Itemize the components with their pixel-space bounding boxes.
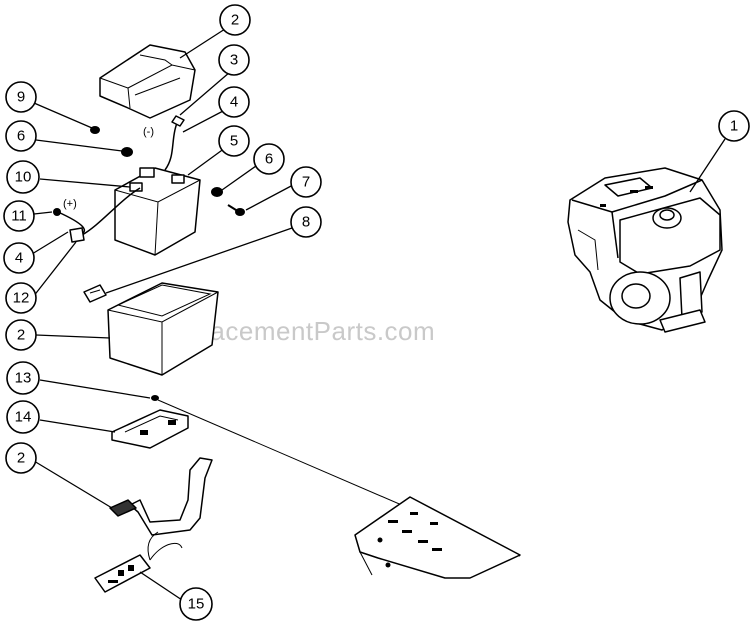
callout-5: 5 [218, 125, 250, 157]
svg-text:13: 13 [15, 370, 32, 387]
svg-text:7: 7 [302, 174, 310, 191]
battery-bracket-part [111, 409, 189, 449]
svg-text:11: 11 [11, 208, 27, 225]
callout-2-box: 2 [5, 319, 37, 351]
frame-mount-part [354, 496, 521, 579]
positive-terminal-boot [69, 227, 85, 243]
callout-13: 13 [6, 361, 40, 395]
battery-cover-part [99, 44, 196, 119]
callout-14: 14 [6, 400, 40, 434]
negative-cable [164, 119, 179, 171]
hardware-washer-6-right [211, 187, 223, 197]
callout-4-top: 4 [218, 86, 250, 118]
callout-10: 10 [6, 160, 40, 194]
svg-text:1: 1 [730, 118, 738, 135]
svg-text:9: 9 [17, 89, 25, 106]
svg-text:4: 4 [15, 250, 23, 267]
svg-text:6: 6 [17, 128, 25, 145]
callout-2-strap: 2 [5, 442, 37, 474]
screw-part-13 [151, 395, 159, 401]
positive-label: (+) [63, 198, 77, 210]
callout-2-cover: 2 [219, 4, 251, 36]
hold-down-strap-part [109, 457, 213, 536]
svg-text:8: 8 [302, 214, 310, 231]
warning-tag-part [94, 531, 183, 593]
callout-3: 3 [218, 44, 250, 76]
svg-text:6: 6 [265, 151, 273, 168]
callout-6-right: 6 [253, 143, 285, 175]
hardware-bolt-7 [227, 204, 245, 216]
svg-text:2: 2 [231, 12, 239, 29]
callout-12: 12 [5, 282, 37, 314]
engine-part [567, 167, 723, 333]
callout-11: 11 [3, 200, 35, 232]
hardware-nut-9 [90, 126, 100, 134]
svg-text:15: 15 [188, 596, 205, 613]
svg-text:2: 2 [17, 327, 25, 344]
callout-4-low: 4 [3, 242, 35, 274]
svg-text:10: 10 [15, 169, 32, 186]
svg-text:4: 4 [230, 94, 238, 111]
callout-9: 9 [5, 81, 37, 113]
callout-1: 1 [718, 110, 750, 142]
negative-terminal [171, 115, 185, 127]
svg-text:12: 12 [13, 290, 30, 307]
callout-8: 8 [290, 206, 322, 238]
hardware-nut-11 [53, 208, 61, 216]
svg-text:14: 14 [15, 409, 32, 426]
callout-6-left: 6 [5, 120, 37, 152]
hardware-washer-6-left [121, 147, 133, 157]
svg-text:3: 3 [230, 52, 238, 69]
svg-text:2: 2 [17, 450, 25, 467]
battery-part [114, 167, 201, 256]
svg-text:5: 5 [230, 133, 238, 150]
leader-lines [31, 28, 726, 601]
callout-7: 7 [290, 166, 322, 198]
label-part-8 [83, 284, 107, 303]
battery-box-part [107, 282, 219, 376]
negative-label: (-) [143, 126, 154, 138]
callout-15: 15 [179, 587, 213, 621]
